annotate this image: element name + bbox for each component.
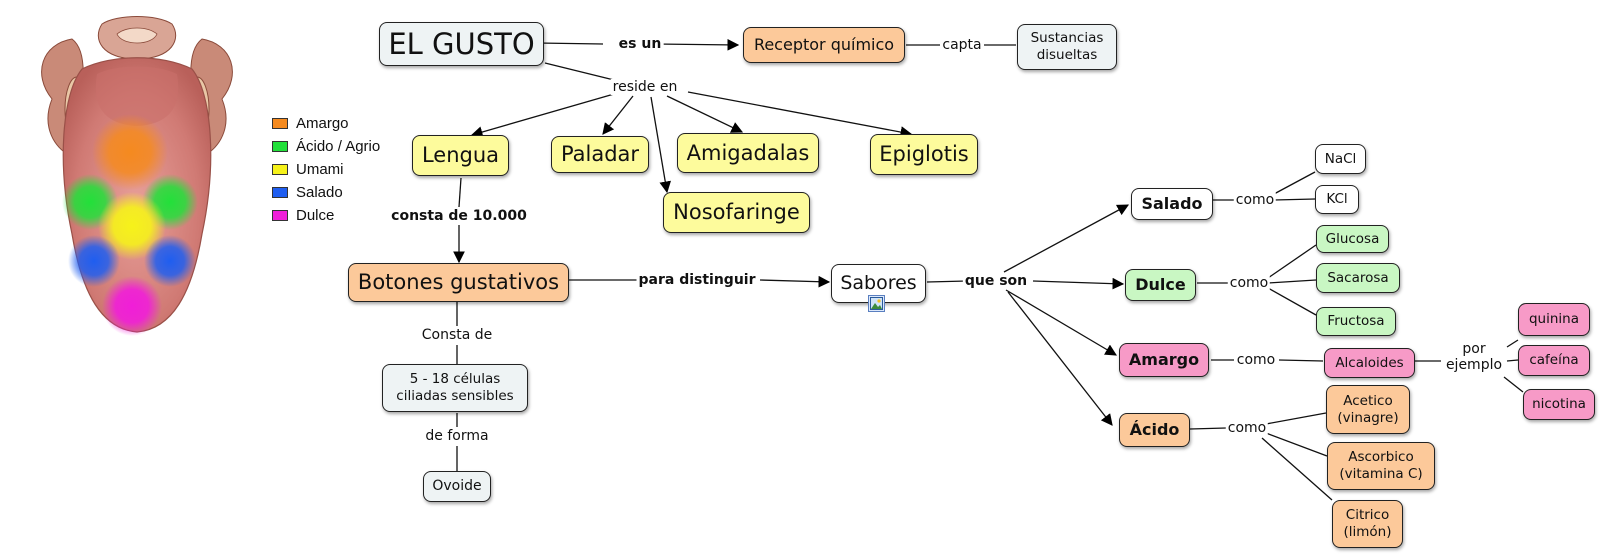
node-nicotina[interactable]: nicotina [1523,389,1595,420]
arrow-esun-receptor [654,39,740,51]
legend-swatch-blue [272,187,288,198]
node-amigadalas[interactable]: Amigadalas [677,133,819,173]
node-fructosa[interactable]: Fructosa [1316,307,1396,336]
legend-swatch-yellow [272,164,288,175]
node-epiglotis[interactable]: Epiglotis [870,134,978,175]
node-quinina[interactable]: quinina [1518,303,1590,336]
line-sabores-queson [926,280,968,283]
line-porejemplo-nicotina [1503,376,1524,393]
tongue-illustration [41,16,233,336]
line-como-sacarosa [1267,279,1317,284]
link-consta-de-10000: consta de 10.000 [389,208,529,224]
legend-item-salado: Salado [272,181,380,204]
node-ascorbico[interactable]: Ascorbico (vitamina C) [1327,442,1435,490]
node-alcaloides[interactable]: Alcaloides [1324,348,1415,378]
link-reside-en: reside en [610,79,680,95]
legend-item-umami: Umami [272,158,380,181]
link-para-distinguir: para distinguir [636,272,758,288]
line-como-nacl [1273,171,1316,195]
node-acetico[interactable]: Acetico (vinagre) [1326,385,1410,434]
link-como-salado: como [1233,192,1277,208]
legend-label: Dulce [296,207,335,224]
line-como-alcaloides [1278,359,1324,362]
legend-swatch-orange [272,118,288,129]
node-cafeina[interactable]: cafeína [1518,345,1590,376]
node-receptor-quimico[interactable]: Receptor químico [743,27,905,63]
node-acido[interactable]: Ácido [1119,413,1190,447]
arrow-queson-dulce [1032,277,1125,290]
node-celulas-ciliadas[interactable]: 5 - 18 células ciliadas sensibles [382,364,528,412]
arrow-queson-amargo [1005,289,1118,356]
link-es-un: es un [616,36,664,52]
link-consta-de: Consta de [419,327,495,343]
node-glucosa[interactable]: Glucosa [1316,225,1389,253]
line-gusto-reside [544,62,615,81]
node-lengua[interactable]: Lengua [412,135,509,176]
legend-label: Salado [296,184,343,201]
line-como-ascorbico [1265,432,1328,457]
node-nosofaringe[interactable]: Nosofaringe [663,192,810,233]
line-porejemplo-cafeina [1506,359,1519,362]
node-paladar[interactable]: Paladar [551,136,649,173]
arrow-reside-nosofaringe [650,96,672,194]
node-ovoide[interactable]: Ovoide [423,471,491,502]
line-como-glucosa [1267,244,1317,279]
legend-swatch-magenta [272,210,288,221]
arrow-reside-lengua [470,93,615,138]
node-kcl[interactable]: KCl [1315,185,1359,214]
line-como-fructosa [1267,287,1317,316]
link-capta: capta [940,37,984,53]
line-como-kcl [1273,198,1316,201]
node-botones-gustativos[interactable]: Botones gustativos [348,263,569,302]
taste-legend: Amargo Ácido / Agrio Umami Salado Dulce [272,112,380,227]
link-de-forma: de forma [423,428,491,444]
link-como-dulce: como [1227,275,1271,291]
legend-label: Ácido / Agrio [296,138,381,155]
legend-item-amargo: Amargo [272,112,380,135]
node-amargo[interactable]: Amargo [1119,343,1209,377]
node-sacarosa[interactable]: Sacarosa [1316,263,1400,293]
line-como-acetico [1265,412,1327,425]
legend-swatch-green [272,141,288,152]
link-como-amargo: como [1234,352,1278,368]
line-acido-como [1189,427,1227,430]
node-salado[interactable]: Salado [1131,188,1213,220]
link-por-ejemplo: por ejemplo [1443,341,1505,373]
image-attachment-icon[interactable] [868,295,885,312]
arrow-reside-amigdalas [666,95,744,133]
legend-item-dulce: Dulce [272,204,380,227]
link-como-acido: como [1225,420,1269,436]
link-que-son: que son [962,273,1030,289]
legend-label: Amargo [296,115,349,132]
arrow-reside-epiglotis [687,91,913,138]
node-nacl[interactable]: NaCl [1315,144,1366,174]
arrow-queson-acido [1007,291,1113,426]
line-lengua-consta [458,177,462,208]
line-gusto-esun [536,42,604,45]
legend-item-acido: Ácido / Agrio [272,135,380,158]
line-como-citrico [1261,437,1333,501]
legend-label: Umami [296,161,344,178]
line-porejemplo-quinina [1506,339,1519,348]
node-dulce[interactable]: Dulce [1125,269,1196,301]
node-citrico[interactable]: Citrico (limón) [1332,500,1403,548]
arrow-reside-paladar [602,95,634,135]
arrow-distinguir-sabores [759,275,831,288]
node-sustancias-disueltas[interactable]: Sustancias disueltas [1017,24,1117,70]
picture-icon [870,297,883,310]
node-el-gusto[interactable]: EL GUSTO [379,22,544,66]
arrow-queson-salado [1003,204,1130,273]
